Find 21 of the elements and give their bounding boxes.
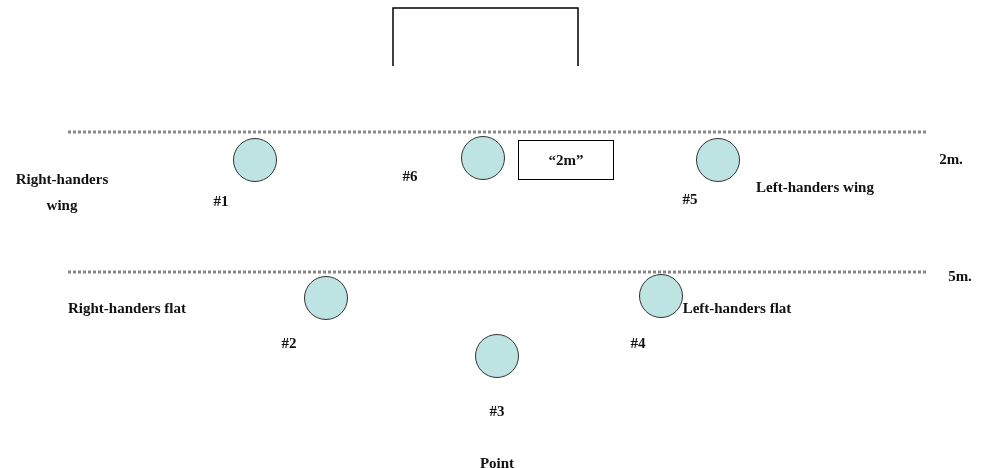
position-label: Left-handers wing bbox=[755, 178, 875, 197]
position-label: Right-handers wing bbox=[14, 170, 110, 215]
position-label: Point bbox=[479, 454, 515, 468]
player-circle bbox=[461, 136, 505, 180]
player-circle bbox=[696, 138, 740, 182]
player-number: #6 bbox=[402, 167, 418, 186]
position-label: 5m. bbox=[948, 267, 972, 286]
zone-box bbox=[518, 140, 614, 180]
player-circle bbox=[475, 334, 519, 378]
player-number: #5 bbox=[682, 190, 698, 209]
player-number: #1 bbox=[213, 192, 229, 211]
player-number: #2 bbox=[281, 334, 297, 353]
position-label: 2m. bbox=[939, 150, 963, 169]
player-circle bbox=[639, 274, 683, 318]
position-label: Left-handers flat bbox=[681, 299, 793, 318]
player-circle bbox=[304, 276, 348, 320]
position-label: Right-handers flat bbox=[67, 299, 187, 318]
player-circle bbox=[233, 138, 277, 182]
player-number: #4 bbox=[630, 334, 646, 353]
zone-label: “2m” bbox=[548, 151, 584, 169]
player-number: #3 bbox=[489, 402, 505, 421]
